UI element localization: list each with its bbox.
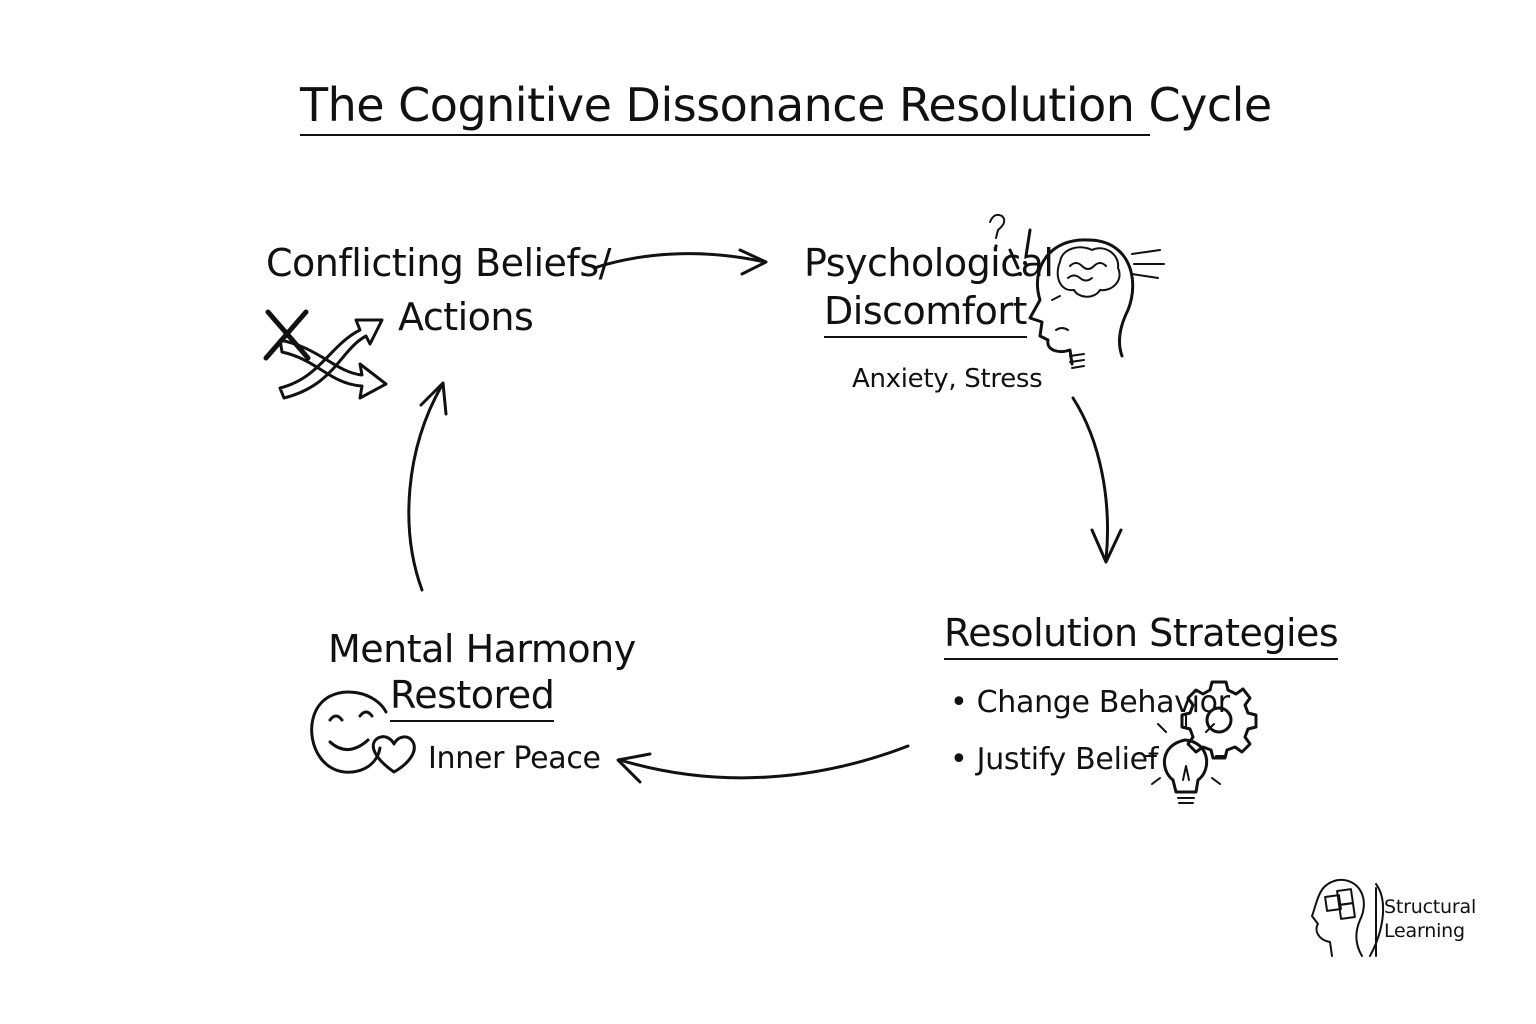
discomfort-caption: Anxiety, Stress xyxy=(852,364,1043,394)
strategy-label: Change Behavior xyxy=(976,685,1230,720)
lightbulb-icon xyxy=(1145,715,1227,804)
head-puzzle-icon xyxy=(1311,878,1385,957)
harmony-heading-line1: Mental Harmony xyxy=(328,627,636,671)
strategy-item-belief: • Justify Belief xyxy=(950,745,1158,775)
brand-name-line1: Structural xyxy=(1384,896,1477,918)
strategy-item-behavior: • Change Behavior xyxy=(950,688,1230,718)
strategy-label: Justify Belief xyxy=(976,742,1159,777)
smiley-heart-icon xyxy=(310,690,416,774)
brand-name-line2: Learning xyxy=(1384,920,1465,942)
bullet: • xyxy=(950,742,977,777)
strategies-heading: Resolution Strategies xyxy=(944,614,1339,660)
harmony-caption: Inner Peace xyxy=(428,741,601,776)
confused-head-icon xyxy=(989,213,1165,369)
arrow-to-harmony xyxy=(616,744,910,784)
arrow-to-conflicting xyxy=(407,381,448,592)
bullet: • xyxy=(950,685,977,720)
discomfort-heading-line2: Discomfort xyxy=(824,292,1027,338)
conflicting-beliefs-label: Conflicting Beliefs/ xyxy=(266,241,611,285)
discomfort-heading-line1: Psychological xyxy=(804,241,1054,285)
arrow-to-discomfort xyxy=(592,248,768,276)
gear-icon xyxy=(1180,680,1258,760)
harmony-heading-line2: Restored xyxy=(390,676,555,722)
diagram-title: The Cognitive Dissonance Resolution Cycl… xyxy=(300,82,1272,136)
arrow-to-strategies xyxy=(1071,396,1123,564)
crossing-arrows-icon xyxy=(263,309,388,400)
conflicting-actions-label: Actions xyxy=(398,295,534,339)
